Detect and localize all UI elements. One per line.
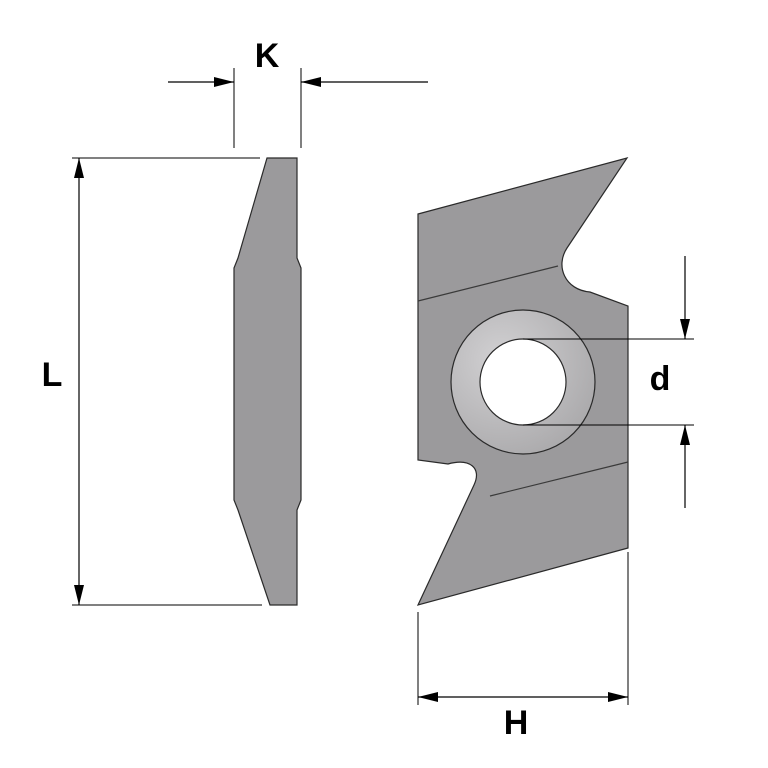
lower-facet-line — [489, 461, 629, 497]
dimension-label-d: d — [650, 360, 671, 398]
dimension-label-h: H — [504, 704, 529, 742]
dimension-label-k: K — [255, 37, 280, 75]
side-view — [233, 157, 302, 606]
bore-hole — [479, 338, 567, 426]
front-view — [416, 157, 629, 606]
dimension-label-l: L — [42, 356, 63, 394]
dimension-h: H — [417, 552, 629, 742]
dimension-k: K — [168, 37, 428, 148]
upper-facet-line — [417, 265, 559, 302]
side-view-body — [233, 157, 302, 606]
dimension-d: d — [523, 256, 694, 508]
dimension-l: L — [42, 157, 262, 606]
